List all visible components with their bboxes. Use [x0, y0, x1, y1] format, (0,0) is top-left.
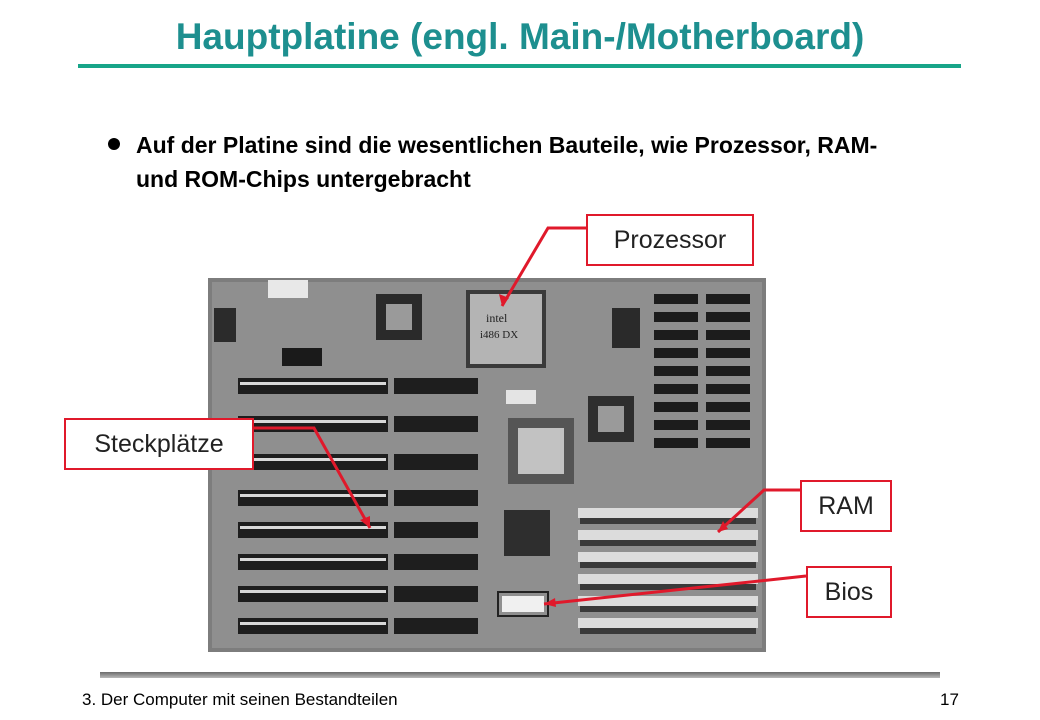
label-bios: Bios	[806, 566, 892, 618]
label-slots: Steckplätze	[64, 418, 254, 470]
svg-text:intel: intel	[486, 311, 508, 325]
bullet-icon	[108, 138, 120, 150]
title-underline	[78, 64, 961, 68]
svg-text:i486 DX: i486 DX	[480, 329, 518, 341]
footer-chapter: 3. Der Computer mit seinen Bestandteilen	[82, 690, 398, 709]
footer-divider	[100, 672, 940, 678]
slide-title: Hauptplatine (engl. Main-/Motherboard)	[175, 16, 865, 57]
motherboard-image: intel i486 DX	[208, 278, 766, 652]
label-ram: RAM	[800, 480, 892, 532]
bullet-text: Auf der Platine sind die wesentlichen Ba…	[136, 132, 878, 192]
page-number: 17	[940, 690, 959, 709]
label-processor: Prozessor	[586, 214, 754, 266]
